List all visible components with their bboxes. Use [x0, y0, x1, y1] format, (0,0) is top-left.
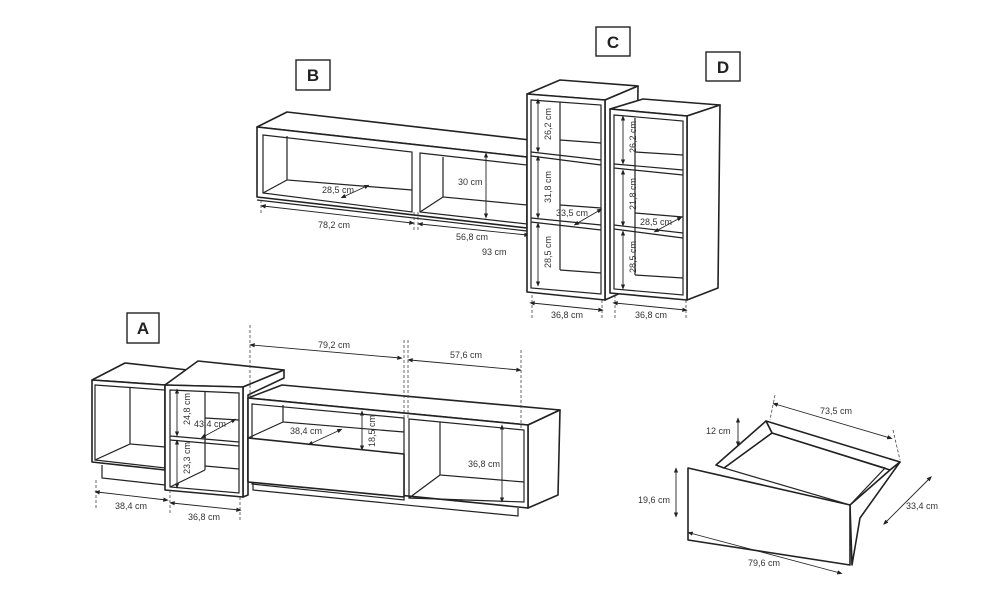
- dimension-label: 57,6 cm: [450, 350, 482, 360]
- dimension-label: 43,4 cm: [194, 419, 226, 429]
- dimension-label: 93 cm: [482, 247, 507, 257]
- dimension-label: 36,8 cm: [468, 459, 500, 469]
- dimension-label: D: [717, 58, 729, 77]
- dimension-label: 38,4 cm: [115, 501, 147, 511]
- unit-a-tv-stand: 24,8 cm 43,4 cm 23,3 cm 38,4 cm 18,5 cm …: [91, 325, 561, 522]
- dimension-label: B: [307, 66, 319, 85]
- dimension-label: 36,8 cm: [635, 310, 667, 320]
- dimension-label: C: [607, 33, 619, 52]
- label-box-d: D: [705, 51, 741, 82]
- dimension-label: 26,2 cm: [628, 121, 638, 153]
- unit-b-wall-shelf: 28,5 cm 78,2 cm 56,8 cm 30 cm 93 cm: [256, 111, 531, 257]
- label-box-c: C: [595, 26, 631, 57]
- dimension-label: 28,5 cm: [543, 236, 553, 268]
- dimension-label: 12 cm: [706, 426, 731, 436]
- dimension-label: 33,4 cm: [906, 501, 938, 511]
- dimension-label: 38,4 cm: [290, 426, 322, 436]
- dimension-label: 31,8 cm: [543, 171, 553, 203]
- drawer-detail: 73,5 cm 12 cm 19,6 cm 33,4 cm 79,6 cm: [638, 394, 938, 575]
- dimension-label: 24,8 cm: [182, 393, 192, 425]
- dimension-label: 26,2 cm: [543, 108, 553, 140]
- dimension-label: 79,2 cm: [318, 340, 350, 350]
- label-box-a: A: [126, 312, 160, 344]
- dimension-label: 18,5 cm: [367, 415, 377, 447]
- dimension-label: 56,8 cm: [456, 232, 488, 242]
- dimension-label: 73,5 cm: [820, 406, 852, 416]
- dimension-label: 21,8 cm: [628, 178, 638, 210]
- dimension-label: 28,5 cm: [628, 241, 638, 273]
- dimension-label: 79,6 cm: [748, 558, 780, 568]
- dimension-label: 23,3 cm: [182, 442, 192, 474]
- dimension-label: 28,5 cm: [640, 217, 672, 227]
- dimension-label: A: [137, 319, 149, 338]
- dimension-label: 78,2 cm: [318, 220, 350, 230]
- dimension-label: 30 cm: [458, 177, 483, 187]
- dimension-label: 28,5 cm: [322, 185, 354, 195]
- dimension-label: 19,6 cm: [638, 495, 670, 505]
- dimension-label: 36,8 cm: [551, 310, 583, 320]
- dimension-label: 36,8 cm: [188, 512, 220, 522]
- dimension-label: 33,5 cm: [556, 208, 588, 218]
- label-box-b: B: [295, 59, 331, 91]
- unit-d-bookcase: 26,2 cm 21,8 cm 28,5 cm 28,5 cm 36,8 cm: [609, 98, 721, 320]
